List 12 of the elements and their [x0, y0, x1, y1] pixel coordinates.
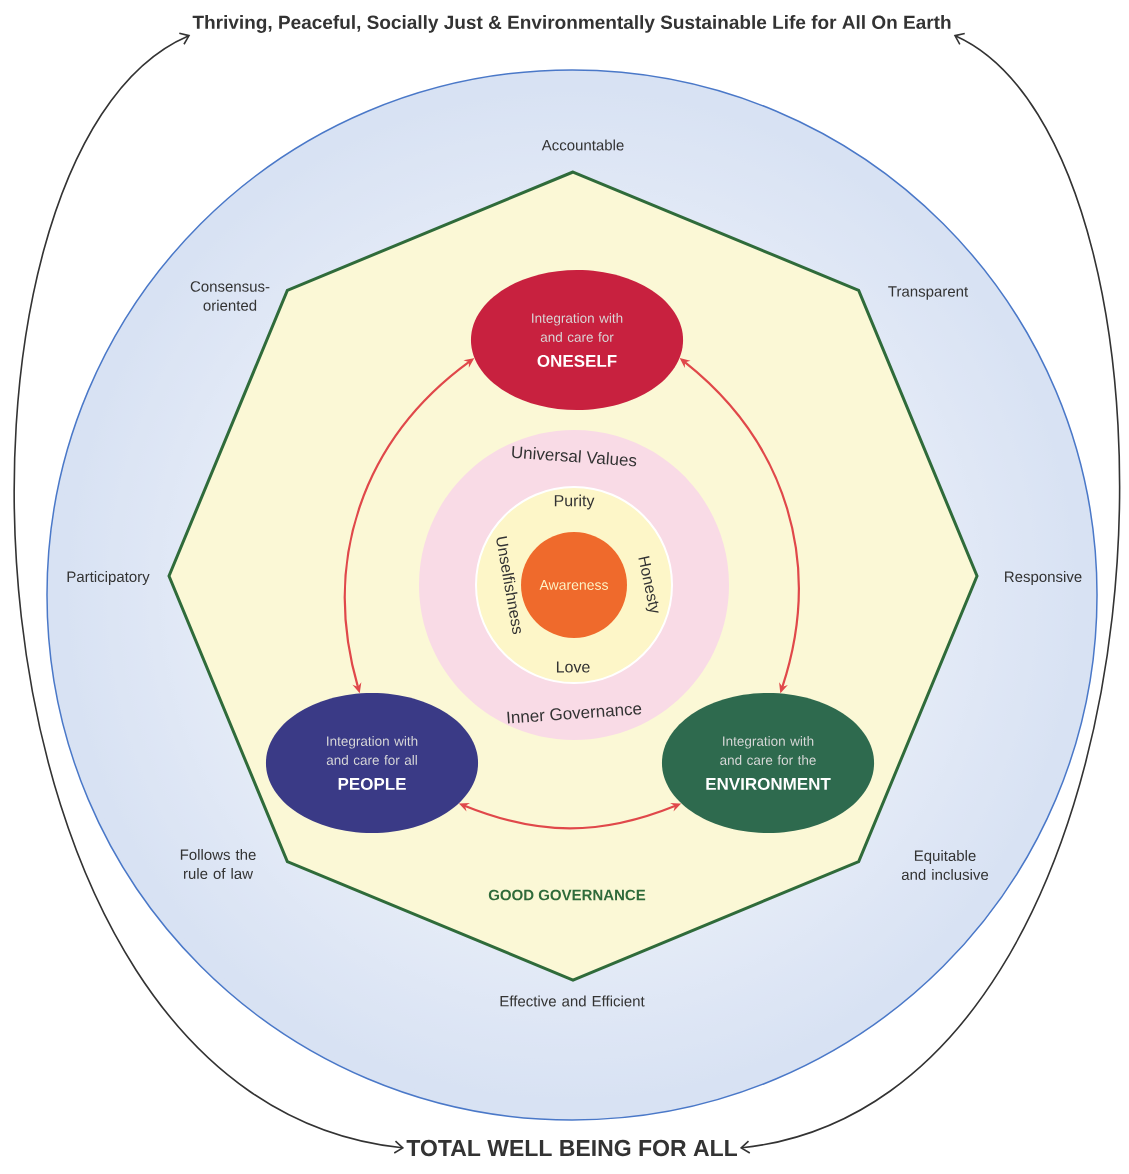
arrow [13, 32, 405, 1154]
vertex-label: Follows the rule of law [180, 849, 256, 879]
vertex-label: Consensus-oriented [190, 281, 270, 311]
vertex-label: Participatory [67, 571, 150, 585]
vertex-label: Transparent [888, 286, 969, 300]
vertex-label: Responsive [1005, 571, 1082, 585]
arc-title: Thriving, Peaceful, Socially Just & Environmentally Sustainable Life for All On Earth [192, 15, 951, 33]
arrow [739, 32, 1121, 1154]
arc-title: TOTAL WELL BEING FOR ALL [406, 1139, 737, 1157]
vertex-label: Effective and Efficient [500, 995, 645, 1007]
vertex-label: Accountable [541, 139, 624, 151]
vertex-label: Equitable and inclusive [901, 850, 989, 880]
